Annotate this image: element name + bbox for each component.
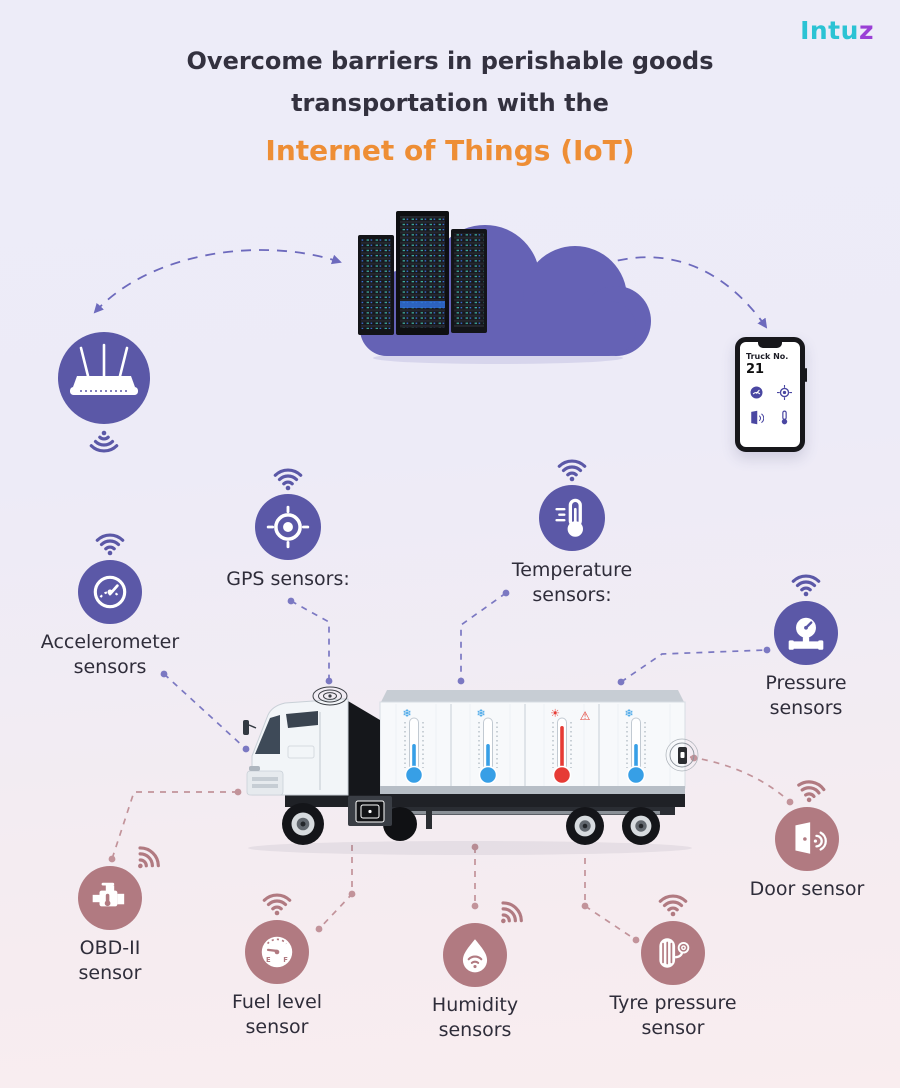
- cab-gps-marker: [312, 686, 348, 706]
- tyre-pressure-sensor-icon: [641, 921, 705, 985]
- svg-text:❄: ❄: [624, 707, 633, 720]
- fuel-sensor-box: [348, 796, 392, 826]
- phone-screen: Truck No. 21: [740, 342, 800, 447]
- data-flow-arrow-left: [93, 249, 342, 314]
- sensor-label: Temperature sensors:: [511, 559, 633, 606]
- wifi-signal-icon: [262, 893, 292, 917]
- speedometer-icon: [750, 386, 762, 399]
- wifi-signal-icon: [273, 468, 303, 492]
- logo-accent-letter: z: [858, 16, 874, 45]
- trailer-thermometer: ☀ ⚠: [550, 707, 591, 785]
- engine-obd-sensor-icon: [78, 866, 142, 930]
- phone-side-button: [804, 368, 807, 382]
- svg-text:❄: ❄: [476, 707, 485, 720]
- door-sensor-icon: [775, 807, 839, 871]
- truck-no-value: 21: [746, 362, 765, 377]
- truck-cab: [243, 698, 349, 796]
- fuel-gauge-sensor-icon: E F: [245, 920, 309, 984]
- router-antennas: [79, 343, 129, 378]
- svg-text:F: F: [283, 956, 288, 964]
- svg-text:⚠: ⚠: [580, 709, 591, 723]
- pressure-sensor-icon: [774, 601, 838, 665]
- door-icon: [750, 410, 764, 425]
- sensor-label: Pressure sensors: [765, 672, 847, 719]
- wifi-signal-icon: [95, 533, 125, 557]
- svg-text:☀: ☀: [550, 707, 560, 720]
- server-racks: [358, 211, 487, 335]
- truck-illustration: ❄ ❄ ☀ ⚠ ❄: [243, 686, 699, 855]
- gps-target-icon: [776, 385, 792, 400]
- page-title: Overcome barriers in perishable goods tr…: [0, 40, 900, 174]
- sensor-label: Humidity sensors: [431, 994, 519, 1041]
- humidity-drop-sensor-icon: [443, 923, 507, 987]
- title-highlight: Internet of Things (IoT): [265, 134, 635, 167]
- truck-wheels: [282, 803, 660, 845]
- title-line-1: Overcome barriers in perishable goods: [186, 47, 714, 75]
- wifi-signal-icon: [557, 459, 587, 483]
- sensor-label: OBD-II sensor: [78, 937, 142, 984]
- sensor-label: GPS sensors:: [226, 568, 350, 590]
- sensor-label: Accelerometer sensors: [40, 631, 180, 678]
- title-line-2: transportation with the: [291, 89, 609, 117]
- phone-notch: [758, 341, 782, 348]
- truck-no-label: Truck No.: [746, 352, 789, 361]
- trailer-thermometer: ❄: [476, 707, 498, 785]
- sensor-label: Door sensor: [749, 878, 865, 900]
- svg-text:E: E: [266, 956, 271, 964]
- cloud-server-illustration: [358, 211, 651, 364]
- trailer-body: [379, 690, 686, 794]
- sensor-label: Tyre pressure sensor: [609, 992, 737, 1039]
- temperature-sensor-icon: [539, 485, 605, 551]
- accelerometer-sensor-icon: [78, 560, 142, 624]
- thermometer-icon: [781, 410, 787, 425]
- router-icon: [58, 332, 150, 424]
- wifi-signal-icon: [794, 778, 827, 806]
- logo-text: Intu: [800, 16, 859, 45]
- wifi-signal-down-icon: [89, 429, 119, 453]
- wifi-signal-icon: [658, 894, 688, 918]
- trailer-thermometer: ❄: [402, 707, 424, 785]
- sensor-label: Fuel level sensor: [231, 991, 323, 1038]
- svg-text:❄: ❄: [402, 707, 411, 720]
- wifi-signal-icon: [791, 574, 821, 598]
- phone-mockup: Truck No. 21: [735, 337, 807, 452]
- trailer-thermometer: ❄: [624, 707, 646, 785]
- gps-sensor-icon: [255, 494, 321, 560]
- trailer-door-sensor-marker: [665, 738, 699, 772]
- intuz-logo: Intuz: [800, 16, 874, 45]
